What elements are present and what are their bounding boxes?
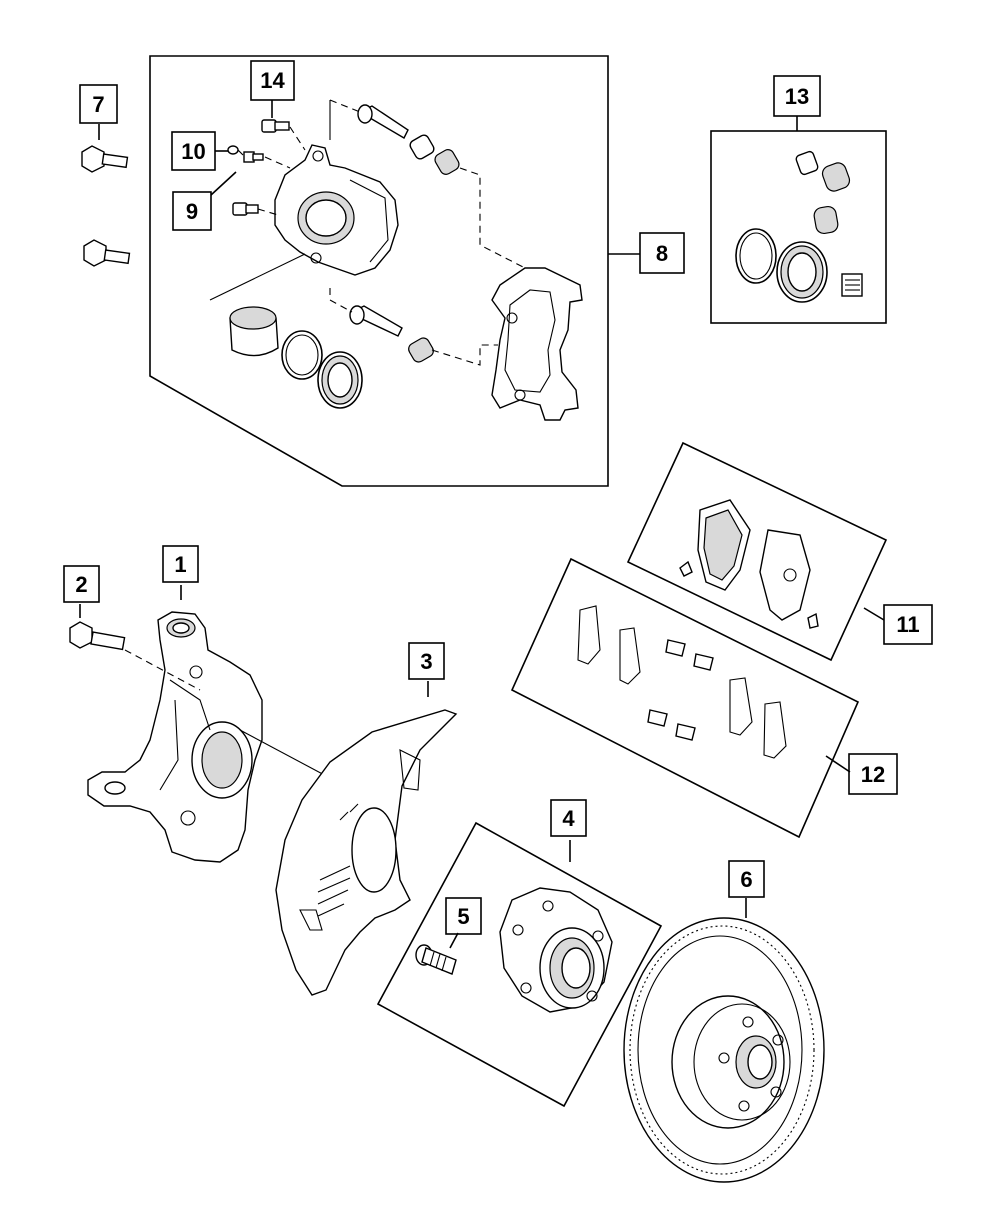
svg-text:3: 3 [420, 649, 432, 674]
brake-pad-outer [759, 529, 811, 621]
caliper-body [274, 144, 399, 276]
hub-bearing [499, 887, 613, 1013]
wheel-stud [415, 944, 457, 975]
caliper-small-bolt-14 [261, 119, 290, 133]
boot-upper [409, 134, 460, 175]
bleeder-cap [227, 145, 239, 155]
svg-text:12: 12 [861, 762, 885, 787]
callout-3[interactable]: 3 [408, 642, 445, 680]
pad-hardware-clips [577, 605, 787, 759]
callout-1[interactable]: 1 [162, 545, 199, 583]
callout-5[interactable]: 5 [445, 897, 482, 935]
callout-14[interactable]: 14 [250, 60, 295, 101]
pad-hardware-frame [510, 557, 860, 839]
caliper-bracket [491, 267, 583, 421]
bleeder-screw [243, 151, 264, 163]
svg-text:6: 6 [740, 867, 752, 892]
brake-rotor [623, 917, 825, 1183]
pad-wear-clip-b [807, 612, 819, 629]
callout-2[interactable]: 2 [63, 565, 100, 603]
svg-text:9: 9 [186, 199, 198, 224]
caliper-assembly-lines [209, 99, 526, 366]
seal-kit-boot-upper [795, 150, 851, 192]
svg-text:14: 14 [260, 68, 285, 93]
brake-pads-frame [626, 441, 888, 662]
callout-4[interactable]: 4 [550, 799, 587, 837]
brake-pad-inner [697, 499, 751, 591]
hub-bearing-frame [376, 821, 663, 1108]
knuckle-bolt [69, 621, 126, 651]
mounting-bolt-7a [81, 145, 129, 173]
pad-wear-clip-a [679, 560, 693, 577]
piston-seal [281, 330, 323, 380]
seal-kit-boot-lower [813, 205, 839, 235]
guide-pin-upper [357, 104, 409, 139]
mounting-bolt-7b [83, 239, 131, 267]
seal-kit-grease-packet [841, 273, 863, 297]
guide-pin-lower [349, 305, 403, 337]
svg-text:8: 8 [656, 241, 668, 266]
callout-10[interactable]: 10 [171, 131, 216, 171]
callout-8[interactable]: 8 [639, 232, 685, 274]
callout-leaders [210, 100, 273, 196]
callout-11[interactable]: 11 [883, 604, 933, 645]
steering-knuckle [87, 611, 263, 863]
svg-text:1: 1 [174, 552, 186, 577]
callout-6[interactable]: 6 [728, 860, 765, 898]
seal-kit-ring-large [776, 241, 828, 303]
svg-text:7: 7 [92, 92, 104, 117]
svg-text:4: 4 [562, 806, 575, 831]
callout-7[interactable]: 7 [79, 84, 118, 124]
boot-lower [408, 337, 434, 363]
caliper-mount-bolt-small [232, 202, 259, 216]
svg-text:10: 10 [181, 139, 205, 164]
svg-text:13: 13 [785, 84, 809, 109]
brake-dust-shield [275, 709, 458, 996]
piston-boot [317, 351, 363, 409]
seal-kit-ring-small [735, 228, 777, 284]
svg-text:2: 2 [75, 572, 87, 597]
seal-kit-frame [710, 116, 887, 324]
callout-13[interactable]: 13 [773, 75, 821, 117]
caliper-piston [229, 306, 279, 357]
caliper-kit-frame [149, 55, 640, 487]
callout-9[interactable]: 9 [172, 191, 212, 231]
svg-text:11: 11 [896, 612, 919, 637]
callout-12[interactable]: 12 [848, 753, 898, 795]
svg-text:5: 5 [457, 904, 469, 929]
